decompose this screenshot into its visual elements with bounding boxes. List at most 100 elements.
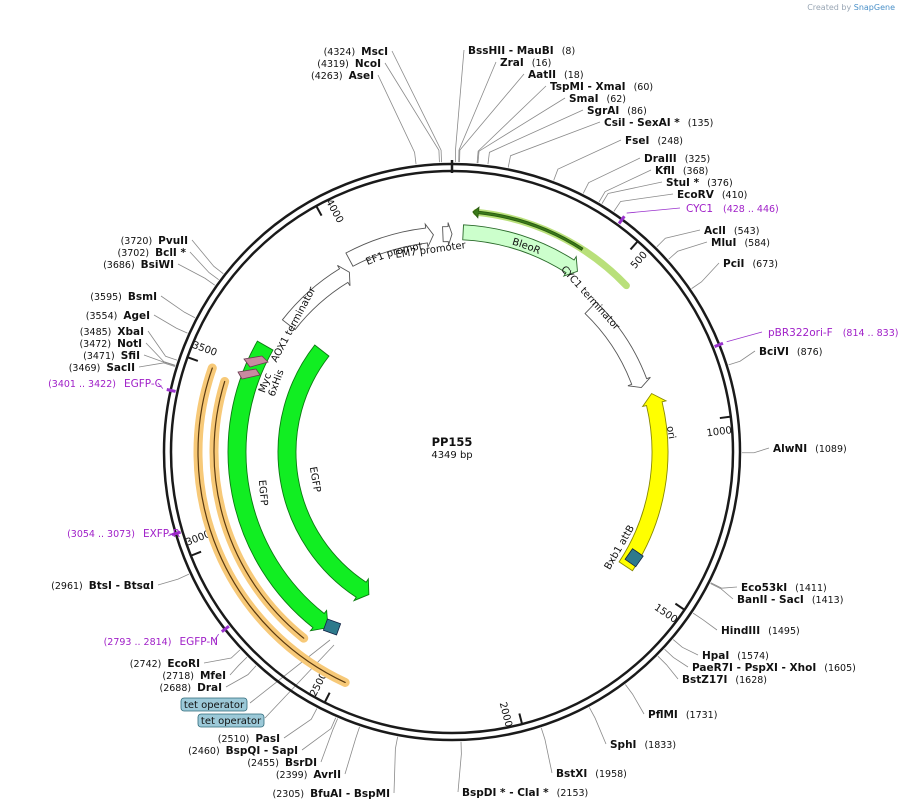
enzyme-label-noti[interactable]: (3472)NotI (79, 338, 142, 350)
enzyme-label-bsshii-maubi[interactable]: BssHII - MauBI(8) (468, 45, 575, 57)
enzyme-label-sphi[interactable]: SphI(1833) (610, 739, 676, 751)
egfp-inner-arrow[interactable] (277, 344, 370, 602)
enzyme-label-bcivi[interactable]: BciVI(876) (759, 346, 822, 358)
enzyme-label-tspmi-xmai[interactable]: TspMI - XmaI(60) (550, 81, 653, 93)
bleor-arrow[interactable] (462, 224, 578, 277)
enzyme-leader-line (191, 239, 224, 275)
his-tag[interactable] (237, 368, 261, 380)
enzyme-label-msci[interactable]: (4324)MscI (324, 46, 388, 58)
enzyme-label-bstz17i[interactable]: BstZ17I(1628) (682, 674, 767, 686)
tick-mark (674, 602, 686, 611)
primer-label-egfp-n[interactable]: (2793 .. 2814)EGFP-N (104, 636, 218, 648)
enzyme-label-bcli[interactable]: (3702)BclI * (118, 247, 187, 259)
enzyme-label-ecorv[interactable]: EcoRV(410) (677, 189, 747, 201)
enzyme-label-bspdi-clai[interactable]: BspDI * - ClaI *(2153) (462, 787, 588, 799)
attb-box[interactable] (624, 548, 644, 568)
enzyme-label-mfei[interactable]: (2718)MfeI (162, 670, 226, 682)
enzyme-label-ecori[interactable]: (2742)EcoRI (130, 658, 200, 670)
enzyme-label-bstxi[interactable]: BstXI(1958) (556, 768, 627, 780)
enzyme-label-mlui[interactable]: MluI(584) (711, 237, 770, 249)
enzyme-label-hpai[interactable]: HpaI(1574) (702, 650, 769, 662)
enzyme-leader-line (145, 342, 176, 366)
enzyme-label-pvuii[interactable]: (3720)PvuII (121, 235, 188, 247)
enzyme-label-kfli[interactable]: KflI(368) (655, 165, 708, 177)
tick-label: 3500 (191, 340, 219, 359)
tick-label: 1000 (706, 425, 733, 439)
tick-mark (629, 240, 639, 251)
enzyme-label-csii-sexai[interactable]: CsiI - SexAI *(135) (604, 117, 713, 129)
tick-label: 500 (629, 250, 650, 272)
enzyme-leader-line (459, 73, 525, 163)
enzyme-label-sfii[interactable]: (3471)SfiI (83, 350, 140, 362)
myc-tag[interactable] (243, 355, 269, 368)
enzyme-label-asei[interactable]: (4263)AseI (311, 70, 374, 82)
enzyme-label-bsiwi[interactable]: (3686)BsiWI (103, 259, 174, 271)
enzyme-label-paer7i-pspxi-xhoi[interactable]: PaeR7I - PspXI - XhoI(1605) (692, 662, 856, 674)
primer-label-exfp-r[interactable]: (3054 .. 3073)EXFP-R (67, 528, 180, 540)
enzyme-label-hindiii[interactable]: HindIII(1495) (721, 625, 800, 637)
egfp-outer-arrow[interactable] (227, 340, 329, 632)
enzyme-leader-line (320, 718, 339, 763)
tick-label: 4000 (323, 198, 345, 226)
tef1-promoter-label: TEF1 promoter (0, 0, 424, 268)
ori-arrow[interactable] (618, 392, 669, 572)
primer-leader-line (213, 633, 219, 642)
enzyme-leader-line (457, 741, 462, 793)
enzyme-label-agei[interactable]: (3554)AgeI (86, 310, 150, 322)
primer-label-pbr322ori-f[interactable]: pBR322ori-F(814 .. 833) (768, 327, 898, 339)
enzyme-label-fsei[interactable]: FseI(248) (625, 135, 683, 147)
primer-label-egfp-c[interactable]: (3401 .. 3422)EGFP-C (48, 378, 162, 390)
enzyme-label-xbai[interactable]: (3485)XbaI (80, 326, 144, 338)
tet-operator-box-2[interactable] (197, 713, 265, 728)
snapgene-watermark: Created by SnapGene (807, 3, 895, 12)
enzyme-label-ncoi[interactable]: (4319)NcoI (317, 58, 381, 70)
enzyme-label-pcii[interactable]: PciI(673) (723, 258, 778, 270)
enzyme-label-banii-saci[interactable]: BanII - SacI(1413) (737, 594, 843, 606)
egfp-outer-label: EGFP (256, 479, 269, 506)
tef1-promoter-arrow[interactable] (345, 222, 434, 267)
enzyme-label-sacii[interactable]: (3469)SacII (69, 362, 135, 374)
tick-mark (190, 550, 202, 557)
enzyme-label-btsi-bts-i[interactable]: (2961)BtsI - BtsαI (51, 580, 154, 592)
enzyme-leader-line (344, 726, 360, 775)
enzyme-leader-line (301, 717, 337, 751)
enzyme-label-acli[interactable]: AclI(543) (704, 225, 759, 237)
primer-site-pbr322ori-f (714, 341, 724, 348)
enzyme-label-bsmi[interactable]: (3595)BsmI (90, 291, 157, 303)
tick-mark (315, 205, 323, 217)
enzyme-label-sgrai[interactable]: SgrAI(86) (587, 105, 647, 117)
enzyme-label-pflmi[interactable]: PflMI(1731) (648, 709, 717, 721)
tick-mark (187, 356, 199, 362)
enzyme-label-smai[interactable]: SmaI(62) (569, 93, 626, 105)
enzyme-label-zrai[interactable]: ZraI(16) (500, 57, 551, 69)
enzyme-label-eco53ki[interactable]: Eco53kI(1411) (741, 582, 827, 594)
tick-mark (518, 713, 524, 725)
enzyme-label-draiii[interactable]: DraIII(325) (644, 153, 710, 165)
enzyme-label-alwni[interactable]: AlwNI(1089) (773, 443, 847, 455)
attb-box-2[interactable] (322, 618, 342, 636)
plasmid-length: 4349 bp (431, 450, 472, 461)
enzyme-leader-line (588, 707, 607, 745)
enzyme-label-aatii[interactable]: AatII(18) (528, 69, 584, 81)
enzyme-label-bspqi-sapi[interactable]: (2460)BspQI - SapI (188, 745, 298, 757)
primer-leader-line (626, 207, 681, 214)
enzyme-leader-line (153, 314, 188, 334)
orange-feature-outer-line (197, 367, 346, 684)
primer-leader-line (726, 331, 763, 343)
aox1-terminator-arrow[interactable] (281, 264, 351, 331)
enzyme-leader-line (507, 121, 601, 168)
tet-operator-box-1[interactable] (180, 697, 248, 712)
enzyme-leader-line (601, 181, 663, 204)
bleor-top-strand[interactable] (472, 206, 584, 251)
enzyme-label-pasi[interactable]: (2510)PasI (218, 733, 280, 745)
enzyme-leader-line (283, 708, 318, 739)
enzyme-label-stui[interactable]: StuI *(376) (666, 177, 733, 189)
primer-label-cyc1[interactable]: CYC1(428 .. 446) (686, 203, 779, 215)
enzyme-label-avrii[interactable]: (2399)AvrII (276, 769, 341, 781)
primer-site-egfp-n (220, 624, 230, 633)
enzyme-label-bfuai-bspmi[interactable]: (2305)BfuAI - BspMI (273, 788, 390, 800)
em7-promoter-arrow[interactable] (442, 222, 453, 246)
enzyme-label-bsrdi[interactable]: (2455)BsrDI (247, 757, 317, 769)
enzyme-label-drai[interactable]: (2688)DraI (160, 682, 222, 694)
cyc1-terminator-arrow[interactable] (584, 301, 651, 388)
